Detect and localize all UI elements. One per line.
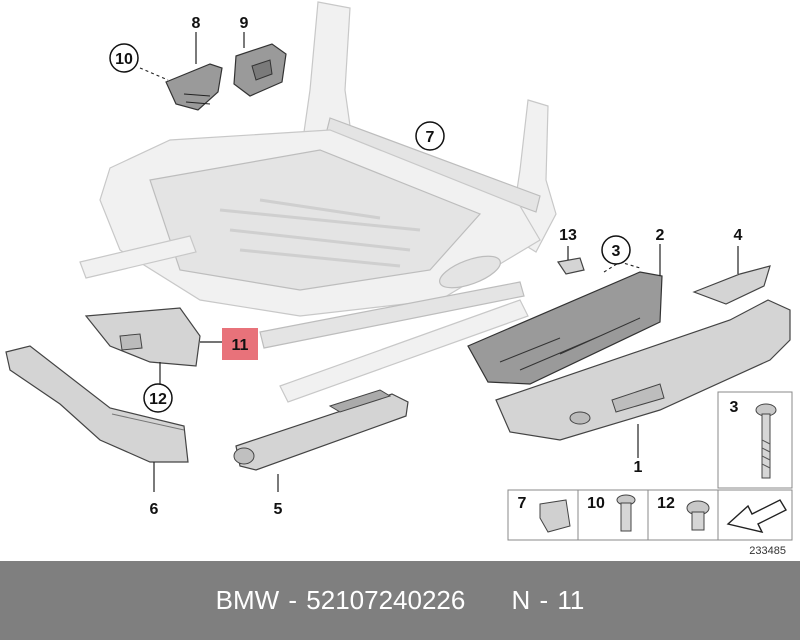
rail-right (279, 299, 529, 403)
direction-arrow-icon (726, 499, 787, 534)
rail-left-front (79, 235, 197, 279)
callout-8: 8 (192, 15, 201, 32)
callout-10: 10 (115, 51, 133, 68)
callout-7-circle (415, 121, 445, 151)
callout-3-circle (601, 235, 631, 265)
callout-1: 1 (634, 459, 643, 476)
diagram-canvas: 10 7 3 12 8 9 13 2 4 1 6 5 11 3 (5, 1, 793, 557)
callout-3: 3 (612, 243, 621, 260)
callout-7: 7 (426, 129, 435, 146)
bolt-icon (755, 403, 777, 479)
callout-6: 6 (150, 501, 159, 518)
callout-4: 4 (734, 227, 743, 244)
image-number: 233485 (749, 545, 786, 557)
legend-screw-a-box (577, 489, 649, 541)
callout-13: 13 (559, 227, 577, 244)
part-5-rail-cover[interactable] (233, 389, 409, 471)
part-4-cap[interactable] (692, 265, 771, 305)
legend-bolt-label: 3 (730, 399, 739, 416)
legend-clip-label: 7 (518, 495, 527, 512)
part-13-clip[interactable] (556, 257, 585, 275)
callout-2: 2 (656, 227, 665, 244)
part-8-bracket[interactable] (165, 63, 223, 111)
highlight-box (222, 328, 258, 360)
part-9-cover[interactable] (233, 43, 287, 97)
callout-10-circle (109, 43, 139, 73)
legend-screw-a-label: 10 (587, 495, 605, 512)
flange-screw-icon (686, 500, 710, 531)
callout-11[interactable]: 11 (232, 337, 249, 354)
screw-icon (616, 494, 636, 532)
footer-bar: BMW - 52107240226 N - 11 (0, 561, 800, 640)
footer-text: BMW - 52107240226 N - 11 (215, 585, 585, 615)
part-6-inner-trim[interactable] (5, 345, 189, 463)
callout-12: 12 (149, 391, 167, 408)
seat-springs (219, 198, 421, 268)
callout-9: 9 (240, 15, 249, 32)
legend-screw-b-box (647, 489, 719, 541)
callout-labels: 10 7 3 12 8 9 13 2 4 1 6 5 11 (109, 15, 743, 518)
part-1-outer-trim[interactable] (495, 299, 791, 441)
part-2-bracket[interactable] (467, 271, 663, 385)
rail-inner (259, 281, 525, 349)
legend-bolt-box (717, 391, 793, 489)
seat-motor (439, 255, 501, 289)
hardware-legend: 3 7 10 12 (507, 391, 793, 557)
cross-tube (325, 117, 541, 213)
callout-5: 5 (274, 501, 283, 518)
clip-icon (539, 499, 571, 533)
seat-frame (79, 1, 557, 403)
part-12-support[interactable] (84, 307, 201, 367)
callout-12-circle (143, 383, 173, 413)
legend-screw-b-label: 12 (657, 495, 675, 512)
